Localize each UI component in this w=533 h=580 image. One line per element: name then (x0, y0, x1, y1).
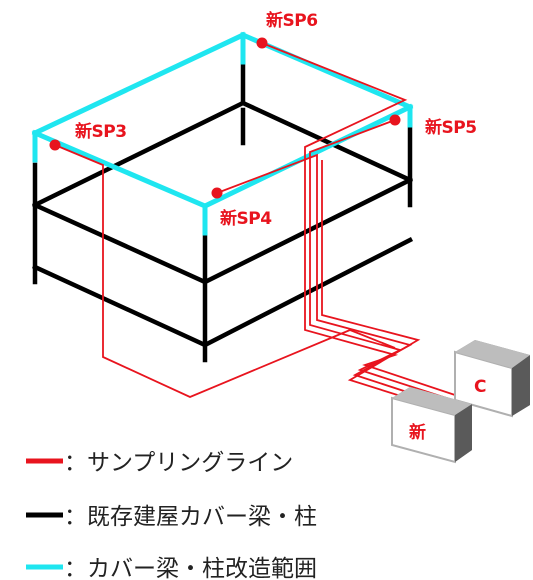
equipment-box-c: C (454, 340, 530, 418)
sp6-dot (256, 37, 268, 49)
equipment-box-c-label: C (474, 377, 486, 397)
legend-label-existing-structure: ：既存建屋カバー梁・柱 (64, 504, 317, 530)
legend-label-modified-range: ：カバー梁・柱改造範囲 (64, 556, 317, 580)
sampling-point-dots (49, 37, 401, 199)
sp4-dot (211, 187, 223, 199)
legend: ：サンプリングライン ：既存建屋カバー梁・柱 ：カバー梁・柱改造範囲 (26, 450, 317, 580)
legend-label-sampling-line: ：サンプリングライン (64, 450, 293, 476)
sp5-label: 新SP5 (425, 117, 477, 138)
sp3-dot (49, 139, 61, 151)
existing-structure (31, 55, 414, 363)
sampling-lines (54, 42, 471, 415)
sp6-label: 新SP6 (266, 10, 318, 31)
sp3-label: 新SP3 (75, 121, 127, 142)
sp4-label: 新SP4 (220, 208, 272, 229)
equipment-box-new: 新 (391, 387, 472, 464)
equipment-box-new-label: 新 (409, 422, 426, 443)
sp5-dot (389, 114, 401, 126)
